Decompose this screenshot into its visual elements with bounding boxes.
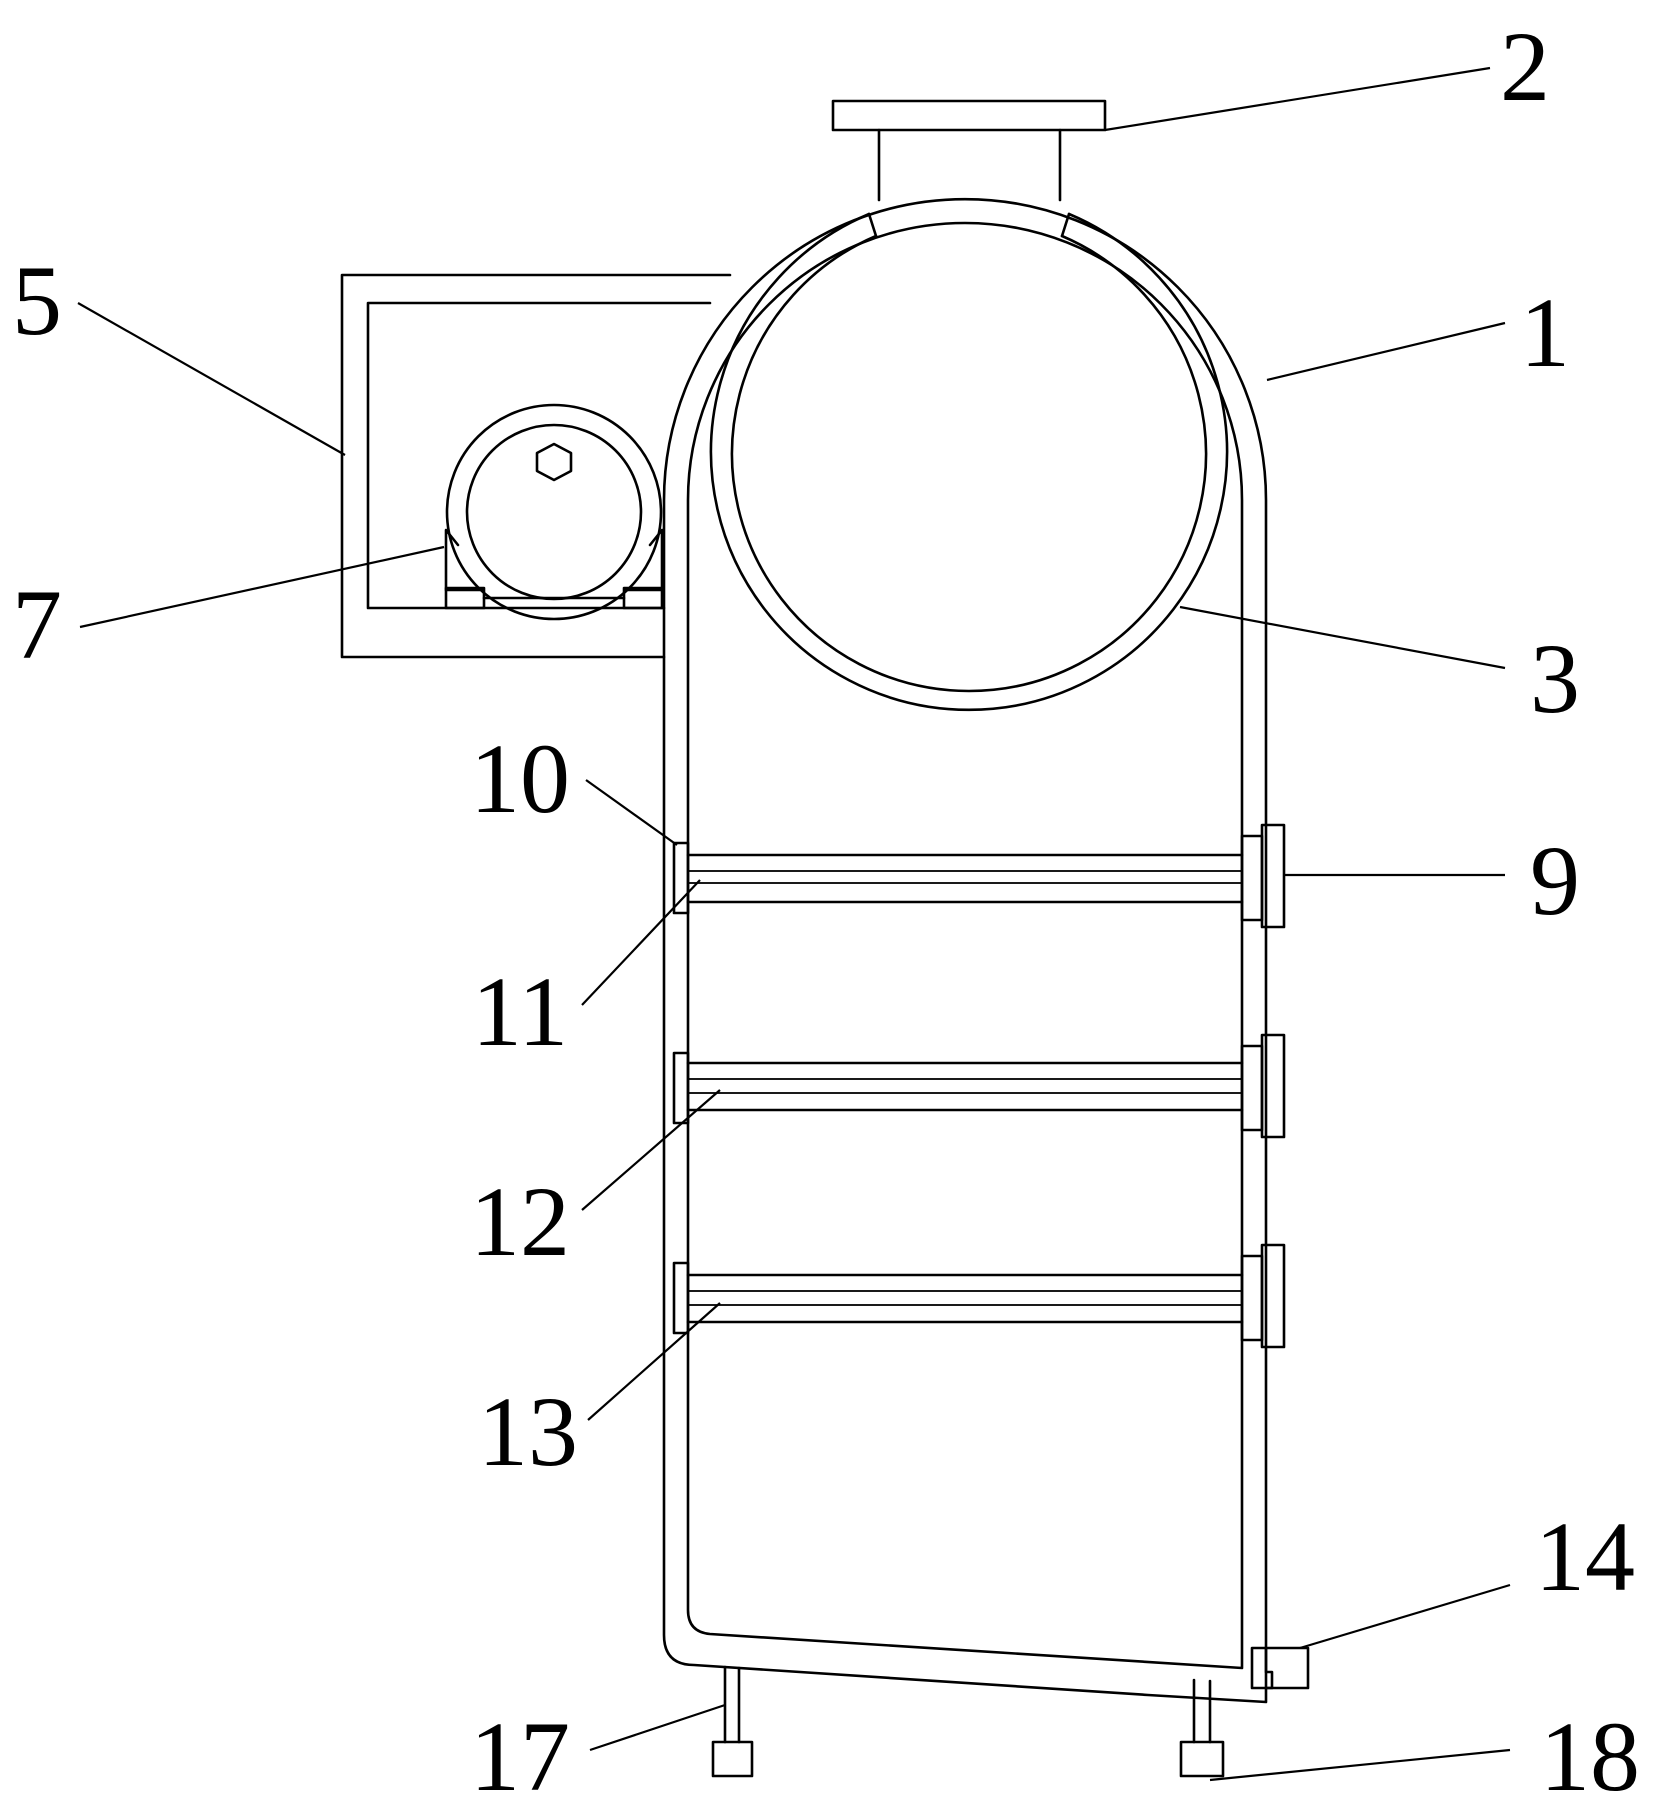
filter-layer-1 bbox=[672, 823, 1286, 929]
label-14: 14 bbox=[1535, 1501, 1635, 1612]
label-18: 18 bbox=[1540, 1701, 1640, 1811]
top-outlet-pipe bbox=[831, 99, 1107, 202]
reference-labels: 2 1 3 5 7 9 10 11 12 13 14 17 18 bbox=[12, 11, 1640, 1811]
label-1: 1 bbox=[1520, 277, 1570, 388]
main-housing bbox=[662, 197, 1274, 1704]
support-leg-left bbox=[711, 1665, 754, 1778]
label-10: 10 bbox=[470, 723, 570, 834]
motor bbox=[444, 403, 664, 621]
side-box bbox=[340, 273, 732, 659]
leader-lines bbox=[77, 66, 1511, 1782]
label-2: 2 bbox=[1500, 11, 1550, 122]
label-11: 11 bbox=[472, 956, 568, 1067]
inner-drum bbox=[709, 212, 1229, 712]
filter-layer-3 bbox=[672, 1243, 1286, 1349]
label-12: 12 bbox=[470, 1166, 570, 1277]
drain-outlet bbox=[1250, 1646, 1310, 1690]
label-5: 5 bbox=[12, 245, 62, 356]
label-13: 13 bbox=[478, 1376, 578, 1487]
label-9: 9 bbox=[1530, 825, 1580, 936]
label-7: 7 bbox=[12, 569, 62, 680]
support-leg-right bbox=[1179, 1678, 1225, 1778]
label-17: 17 bbox=[470, 1701, 570, 1811]
filter-layer-2 bbox=[672, 1033, 1286, 1139]
label-3: 3 bbox=[1530, 623, 1580, 734]
